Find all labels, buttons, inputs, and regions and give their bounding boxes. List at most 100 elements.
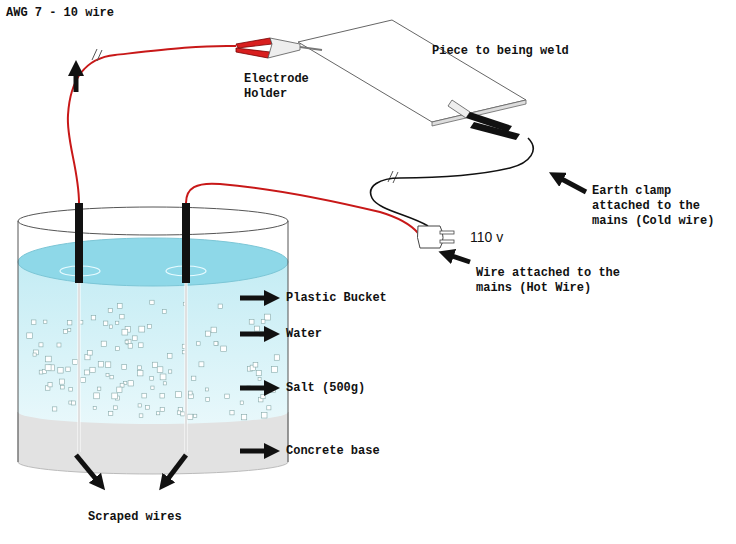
salt-grain xyxy=(221,346,227,352)
salt-grain xyxy=(109,325,112,328)
salt-grain xyxy=(117,387,122,392)
salt-grain xyxy=(33,353,36,356)
salt-grain xyxy=(117,304,122,309)
salt-grain xyxy=(265,314,271,320)
salt-grain xyxy=(61,385,65,389)
part-label: Scraped wires xyxy=(88,510,182,525)
salt-grain xyxy=(146,406,150,410)
salt-grain xyxy=(188,391,192,395)
salt-grain xyxy=(67,320,71,324)
salt-grain xyxy=(88,351,93,356)
salt-grain xyxy=(138,404,141,407)
salt-grain xyxy=(256,371,261,376)
salt-grain xyxy=(116,347,120,351)
salt-grain xyxy=(160,393,165,398)
salt-grain xyxy=(230,411,234,415)
salt-grain xyxy=(105,362,110,367)
salt-grain xyxy=(258,378,261,381)
salt-grain xyxy=(63,330,67,334)
salt-grain xyxy=(69,388,73,392)
salt-grain xyxy=(211,327,217,333)
salt-grain xyxy=(150,377,154,381)
part-label: Salt (500g) xyxy=(286,381,365,396)
salt-grain xyxy=(167,354,172,359)
salt-grain xyxy=(199,362,204,367)
salt-grain xyxy=(53,407,57,411)
part-label: AWG 7 - 10 wire xyxy=(6,6,114,21)
cold-wire xyxy=(371,138,534,226)
salt-grain xyxy=(181,412,185,416)
salt-grain xyxy=(253,362,258,367)
salt-grain xyxy=(122,329,128,335)
salt-grain xyxy=(254,326,259,331)
salt-grain xyxy=(175,392,181,398)
salt-grain xyxy=(261,412,267,418)
salt-grain xyxy=(139,343,144,348)
earth-clamp xyxy=(448,100,520,140)
salt-grain xyxy=(206,388,209,391)
salt-grain xyxy=(97,387,101,391)
salt-grains xyxy=(27,300,280,420)
part-label: Electrode Holder xyxy=(244,72,326,102)
salt-grain xyxy=(157,412,160,415)
salt-grain xyxy=(206,331,211,336)
salt-grain xyxy=(110,375,113,378)
salt-grain xyxy=(142,393,147,398)
salt-grain xyxy=(192,376,196,380)
part-label: Concrete base xyxy=(286,444,380,459)
salt-grain xyxy=(128,381,133,386)
salt-grain xyxy=(43,320,47,324)
salt-grain xyxy=(71,401,75,405)
salt-grain xyxy=(147,324,151,328)
salt-grain xyxy=(104,321,108,325)
salt-grain xyxy=(241,415,246,420)
salt-grain xyxy=(90,367,95,372)
work-piece xyxy=(298,20,526,126)
mains-plug xyxy=(417,226,454,248)
part-label: Plastic Bucket xyxy=(286,291,387,306)
salt-grain xyxy=(249,319,254,324)
salt-grain xyxy=(197,342,200,345)
salt-grain xyxy=(68,329,71,332)
salt-grain xyxy=(93,407,96,410)
salt-grain xyxy=(240,401,243,404)
salt-grain xyxy=(157,367,163,373)
plastic-bucket xyxy=(18,207,288,462)
salt-grain xyxy=(94,393,100,399)
salt-grain xyxy=(45,365,51,371)
salt-grain xyxy=(84,370,89,375)
salt-grain xyxy=(150,300,154,304)
salt-grain xyxy=(152,362,157,367)
hot-wire xyxy=(68,46,418,233)
salt-grain xyxy=(168,370,171,373)
salt-grain xyxy=(27,333,33,339)
salt-grain xyxy=(274,355,279,360)
salt-grain xyxy=(160,374,166,380)
salt-grain xyxy=(261,320,265,324)
salt-grain xyxy=(98,362,103,367)
salt-grain xyxy=(101,341,106,346)
salt-grain xyxy=(163,382,166,385)
salt-grain xyxy=(58,368,63,373)
salt-grain xyxy=(151,386,154,389)
salt-grain xyxy=(138,366,142,370)
salt-grain xyxy=(272,367,278,373)
salt-grain xyxy=(193,414,196,417)
salt-grain xyxy=(120,314,124,318)
part-label: Wire attached to the mains (Hot Wire) xyxy=(476,266,632,296)
salt-grain xyxy=(59,379,64,384)
salt-grain xyxy=(139,414,143,418)
salt-grain xyxy=(225,394,230,399)
salt-grain xyxy=(128,344,133,349)
part-label: Water xyxy=(286,327,322,342)
salt-grain xyxy=(139,326,145,332)
electrode-holder xyxy=(236,38,322,58)
scraped-wires xyxy=(75,203,190,452)
salt-grain xyxy=(48,383,52,387)
salt-grain xyxy=(57,343,61,347)
salt-grain xyxy=(137,370,143,376)
part-label: Piece to being weld xyxy=(432,44,569,59)
salt-grain xyxy=(108,308,112,312)
